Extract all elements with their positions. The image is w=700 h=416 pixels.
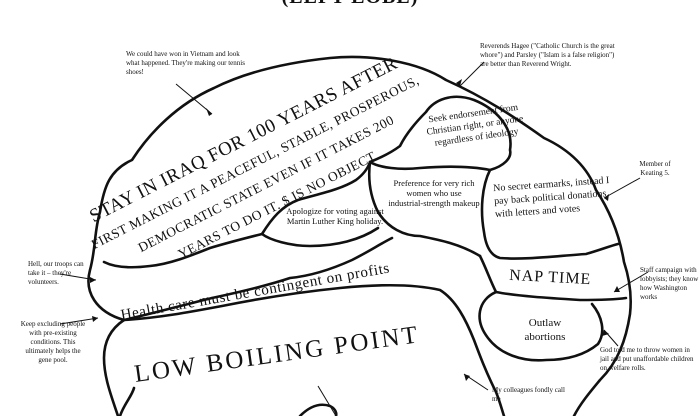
preference-region-border (367, 160, 482, 258)
note-staff: Staff campaign with lobbyists; they know… (640, 266, 699, 301)
note-reverends: Reverends Hagee ("Catholic Church is the… (480, 42, 615, 68)
note-colleagues: My colleagues fondly call me (492, 386, 565, 403)
healthcare-text: Health care must be contingent on profit… (120, 260, 392, 323)
boiling-region-border (122, 283, 506, 416)
abortions-region-border (478, 290, 604, 362)
apologize-region-border (260, 226, 380, 248)
pointer-staff (613, 271, 649, 293)
abortions-text: Outlaw abortions (524, 317, 566, 343)
note-god: God told me to throw women in jail and p… (600, 346, 694, 372)
note-vietnam: We could have won in Vietnam and look wh… (126, 50, 245, 76)
page-title: (LEFT LOBE) (250, 0, 450, 9)
boiling-text: LOW BOILING POINT (133, 321, 422, 388)
preference-text: Preference for very rich women who use i… (388, 178, 480, 208)
earmarks-region-border (480, 168, 620, 260)
pointer-keating (603, 177, 641, 199)
healthcare-region-border (122, 236, 394, 322)
note-troops: Hell, our troops can take it – they're v… (28, 260, 84, 286)
pointer-vietnam (175, 83, 213, 115)
pointer-boiling (317, 385, 337, 416)
endorsement-region-border (368, 95, 512, 172)
note-keating: Member of Keating 5. (639, 160, 671, 177)
note-excluding: Keep excluding people with pre-existing … (20, 320, 86, 364)
brain-outline (87, 55, 633, 416)
apologize-text: Apologize for voting against Martin Luth… (286, 206, 384, 226)
nap-text: NAP TIME (509, 267, 592, 288)
earmarks-text: No secret earmarks, instead I pay back p… (492, 175, 610, 221)
pointer-excluding (59, 317, 99, 325)
pointer-reverends (459, 61, 485, 87)
nap-region-border (478, 254, 628, 302)
iraq-region-text: STAY IN IRAQ FOR 100 YEARS AFTER FIRST M… (86, 53, 421, 262)
